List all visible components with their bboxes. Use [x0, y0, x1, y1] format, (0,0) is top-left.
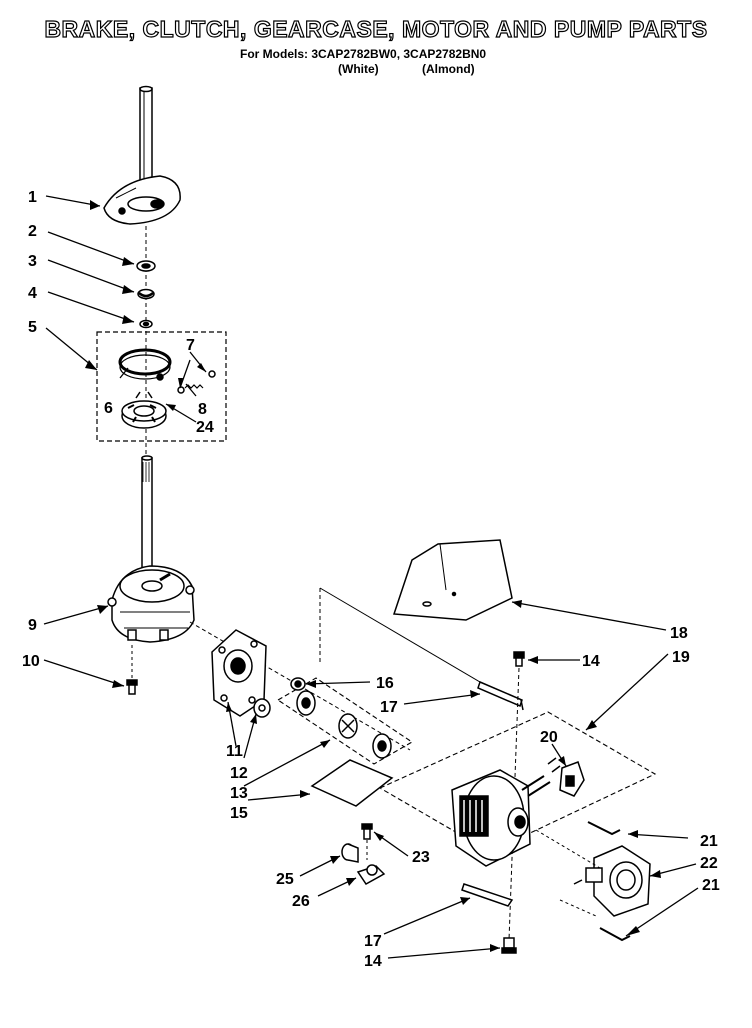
- part-18-cover: [392, 539, 513, 621]
- callout-12: 12: [230, 765, 248, 782]
- part-20-switch: [547, 757, 585, 797]
- callout-1: 1: [28, 189, 37, 206]
- part-21-clip-lower: [599, 927, 631, 942]
- part-10-screw: [126, 679, 138, 695]
- callout-23: 23: [412, 849, 430, 866]
- variant-almond: (Almond): [422, 62, 475, 76]
- callout-7: 7: [186, 337, 195, 354]
- part-2-washer: [136, 260, 156, 272]
- part-11-seal-bracket: [211, 629, 267, 717]
- variant-white: (White): [338, 62, 379, 76]
- callout-19: 19: [672, 649, 690, 666]
- page-title: BRAKE, CLUTCH, GEARCASE, MOTOR AND PUMP …: [44, 15, 708, 42]
- part-13-pulley-box: [276, 677, 414, 765]
- part-3-spring-washer: [137, 288, 155, 300]
- part-motor: [451, 769, 551, 867]
- part-19-motor-assembly-box: [378, 711, 657, 853]
- callout-9: 9: [28, 617, 37, 634]
- callout-26: 26: [292, 893, 310, 910]
- part-6-clutch-band: [118, 348, 172, 381]
- callout-11: 11: [226, 743, 243, 760]
- part-9-gearcase: [107, 565, 195, 643]
- callout-2: 2: [28, 223, 37, 240]
- callout-5: 5: [28, 319, 37, 336]
- part-16-nut: [290, 677, 306, 691]
- part-15-shield: [310, 759, 394, 807]
- callout-25: 25: [276, 871, 294, 888]
- part-22-pump: [573, 845, 651, 917]
- callout-22: 22: [700, 855, 718, 872]
- part-7-8-spring: [177, 370, 216, 394]
- part-1-cam: [103, 175, 181, 225]
- callout-13: 13: [230, 785, 248, 802]
- callout-18: 18: [670, 625, 688, 642]
- part-13-pulley-1: [296, 690, 316, 716]
- part-26-bracket: [356, 864, 386, 885]
- part-12-nut: [253, 698, 271, 718]
- callout-labels: 1 2 3 4 5 6 7 8 24 9 10 11 12 13 15 16 1…: [22, 189, 720, 970]
- callout-21-lower: 21: [702, 877, 720, 894]
- callout-20: 20: [540, 729, 558, 746]
- part-17-strap-lower: [461, 883, 514, 907]
- part-4-retainer: [139, 319, 153, 329]
- callout-8: 8: [198, 401, 207, 418]
- part-13-pulley-2: [338, 713, 358, 739]
- callout-10: 10: [22, 653, 40, 670]
- part-21-clip-upper: [587, 821, 621, 836]
- part-13-pulley-3: [372, 733, 392, 759]
- callout-6: 6: [104, 400, 113, 417]
- part-5-clutch-assembly-box: [96, 331, 227, 442]
- part-23-screw: [361, 823, 373, 840]
- brake-shaft-upper: [139, 85, 153, 201]
- callout-21-upper: 21: [700, 833, 718, 850]
- part-17-strap-upper: [477, 680, 524, 711]
- callout-24: 24: [196, 419, 214, 436]
- callout-16: 16: [376, 675, 394, 692]
- leader-lines: [43, 195, 699, 959]
- models-line: For Models: 3CAP2782BW0, 3CAP2782BN0: [240, 47, 487, 61]
- part-14-screw-upper: [513, 651, 525, 667]
- callout-14-lower: 14: [364, 953, 382, 970]
- part-14-screw-lower: [501, 937, 517, 954]
- callout-14-upper: 14: [582, 653, 600, 670]
- arrowheads: [85, 200, 661, 952]
- callout-17-upper: 17: [380, 699, 398, 716]
- callout-15: 15: [230, 805, 248, 822]
- agitator-shaft-lower: [141, 455, 153, 583]
- callout-3: 3: [28, 253, 37, 270]
- part-24-clutch-hub: [121, 391, 167, 429]
- model-variants: (White) (Almond): [338, 62, 475, 76]
- part-25-bushing: [341, 843, 359, 863]
- callout-17-lower: 17: [364, 933, 382, 950]
- callout-4: 4: [28, 285, 37, 302]
